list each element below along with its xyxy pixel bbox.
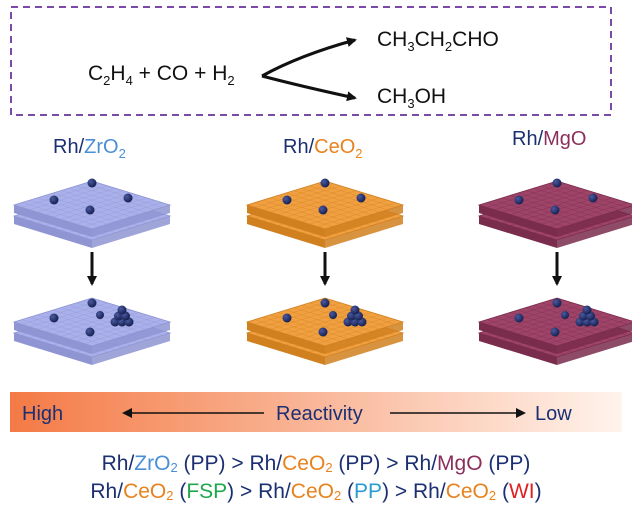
ranking-segment: ( [341, 480, 355, 503]
ranking-segment: ( [496, 480, 509, 503]
rh-particle [514, 313, 524, 323]
rh-particle [123, 193, 133, 203]
ranking-segment: (PP) [482, 452, 531, 475]
rh-particle [552, 298, 562, 308]
reactivity-high-label: High [22, 403, 63, 425]
ranking-segment: 2 [333, 488, 342, 503]
ranking-segment: ) [534, 480, 542, 503]
catalyst-slab-aged [245, 297, 405, 365]
rh-particle [320, 178, 330, 188]
ranking-segment: Rh/ [258, 480, 291, 503]
rh-particle [318, 205, 328, 215]
ranking-segment: Rh/ [90, 480, 124, 503]
ranking-segment: 2 [325, 460, 333, 475]
ranking-segment: ( [173, 480, 187, 503]
ranking-segment: 2 [170, 460, 178, 475]
catalyst-slabs [12, 178, 632, 365]
ranking-segment: Rh/ [101, 452, 135, 475]
ranking-segment: CeO [445, 480, 489, 503]
rh-particle [117, 305, 127, 315]
rh-particle [96, 311, 104, 319]
catalyst-slab-aged [12, 297, 172, 365]
rh-particle [550, 205, 560, 215]
ranking-segment: CeO [123, 480, 167, 503]
product-propanal: CH3CH2CHO [377, 28, 499, 54]
rh-particle [87, 298, 97, 308]
ranking-segment: 2 [488, 488, 497, 503]
arrow-to-methanol [261, 74, 357, 102]
rh-particle [552, 178, 562, 188]
reactivity-label: Reactivity [276, 403, 363, 425]
ranking-segment: ) > [382, 480, 413, 503]
ranking-line-supports: Rh/ZrO2 (PP) > Rh/CeO2 (PP) > Rh/MgO (PP… [0, 452, 632, 476]
arrow-to-propanal [261, 37, 357, 78]
ranking-segment: Rh/ [404, 452, 438, 475]
rh-particle [550, 327, 560, 337]
ranking-segment: (PP) > [332, 452, 405, 475]
rh-particle [561, 311, 569, 319]
rh-particle [49, 313, 59, 323]
rh-particle [87, 178, 97, 188]
catalyst-label-zro2: Rh/ZrO2 [53, 136, 126, 161]
ranking-segment: PP [354, 480, 383, 503]
rh-particle [514, 195, 524, 205]
catalyst-slab-initial [12, 178, 172, 248]
ranking-segment: (PP) > [177, 452, 250, 475]
rh-particle [85, 205, 95, 215]
rh-particle [282, 195, 292, 205]
rh-particle [582, 305, 592, 315]
reaction-box [10, 6, 612, 116]
reactivity-low-label: Low [535, 403, 572, 425]
ranking-segment: Rh/ [413, 480, 446, 503]
ranking-segment: MgO [437, 452, 483, 475]
rh-particle [282, 313, 292, 323]
ranking-segment: WI [508, 480, 535, 503]
catalyst-slab-initial [245, 178, 405, 248]
ranking-segment: CeO [282, 452, 326, 475]
catalyst-slab-aged [477, 297, 632, 365]
rh-particle [329, 311, 337, 319]
catalyst-label-mgo: Rh/MgO [512, 128, 586, 150]
ranking-segment: FSP [186, 480, 228, 503]
catalyst-slab-initial [477, 178, 632, 248]
ranking-line-synthesis: Rh/CeO2 (FSP) > Rh/CeO2 (PP) > Rh/CeO2 (… [0, 480, 632, 504]
reactants-equation: C2H4 + CO + H2 [88, 62, 235, 88]
catalyst-label-ceo2: Rh/CeO2 [283, 136, 362, 161]
product-methanol: CH3OH [377, 85, 446, 111]
rh-particle [350, 305, 360, 315]
ranking-segment: ) > [227, 480, 259, 503]
rh-particle [588, 193, 598, 203]
rh-particle [318, 327, 328, 337]
ranking-segment: 2 [166, 488, 174, 503]
ranking-segment: CeO [290, 480, 334, 503]
rh-particle [85, 327, 95, 337]
rh-particle [320, 298, 330, 308]
ranking-segment: Rh/ [249, 452, 283, 475]
ranking-segment: ZrO [134, 452, 171, 475]
rh-particle [356, 193, 366, 203]
rh-particle [49, 195, 59, 205]
